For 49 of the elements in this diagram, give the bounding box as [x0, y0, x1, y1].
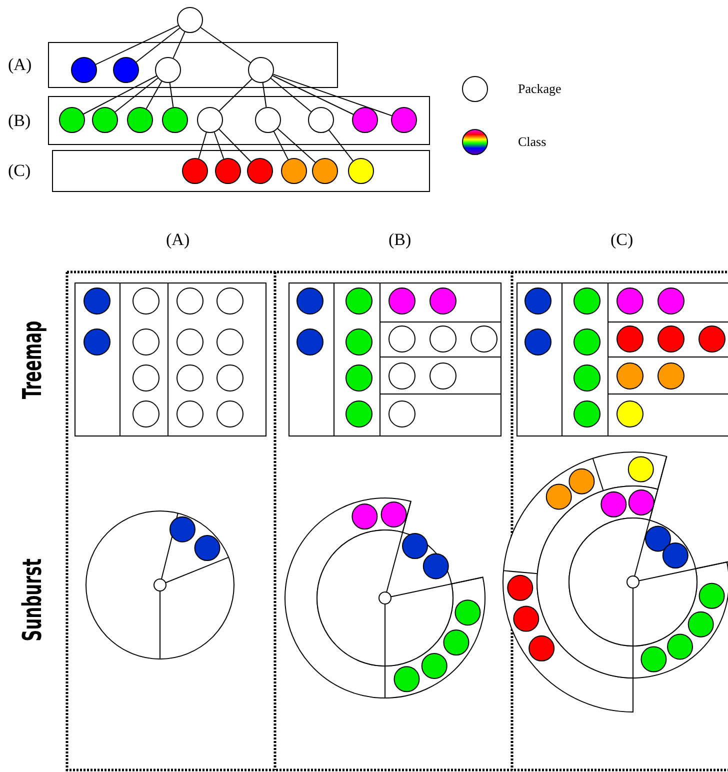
tree-link [218, 78, 252, 112]
tree-link [272, 75, 354, 115]
class-circle [162, 107, 188, 133]
package-circle [155, 57, 181, 83]
class-circle [352, 107, 378, 133]
class-circle [182, 158, 208, 184]
tree-link [273, 131, 289, 160]
class-circle [281, 158, 307, 184]
row-heading: Treemap [18, 320, 48, 400]
package-circle [248, 57, 274, 83]
package-circle [255, 107, 281, 133]
class-circle [71, 57, 97, 83]
row-heading: Sunburst [18, 558, 48, 642]
class-circle [113, 57, 139, 83]
tree-link [83, 76, 157, 114]
level-label: (B) [8, 110, 31, 130]
class-circle [391, 107, 417, 133]
tree-link [169, 82, 174, 108]
tree-link [200, 26, 251, 64]
level-label: (A) [8, 55, 32, 75]
class-circle [127, 107, 153, 133]
class-circle [348, 158, 374, 184]
class-circle [312, 158, 338, 184]
class-circle [247, 158, 273, 184]
tree-link [136, 28, 180, 62]
column-heading: (B) [388, 230, 412, 250]
legend-label: Package [518, 81, 562, 97]
tree-link [272, 74, 392, 116]
package-circle [177, 7, 203, 33]
package-circle [308, 107, 334, 133]
tree-link [277, 128, 316, 163]
tree-link [146, 80, 162, 110]
tree-link [262, 82, 267, 108]
tree-link [328, 130, 354, 162]
class-circle [215, 158, 241, 184]
tree-link [218, 128, 252, 162]
class-circle [59, 107, 85, 133]
column-heading: (A) [166, 230, 190, 250]
tree-link [214, 132, 224, 160]
tree-link [198, 132, 207, 160]
level-label: (C) [8, 161, 31, 181]
tree-link [114, 78, 158, 112]
class-circle [92, 107, 118, 133]
column-heading: (C) [610, 230, 634, 250]
package-circle [197, 107, 223, 133]
legend-label: Class [518, 134, 546, 150]
tree-link [270, 78, 312, 112]
tree-link [172, 31, 186, 59]
tree-link [95, 25, 179, 65]
